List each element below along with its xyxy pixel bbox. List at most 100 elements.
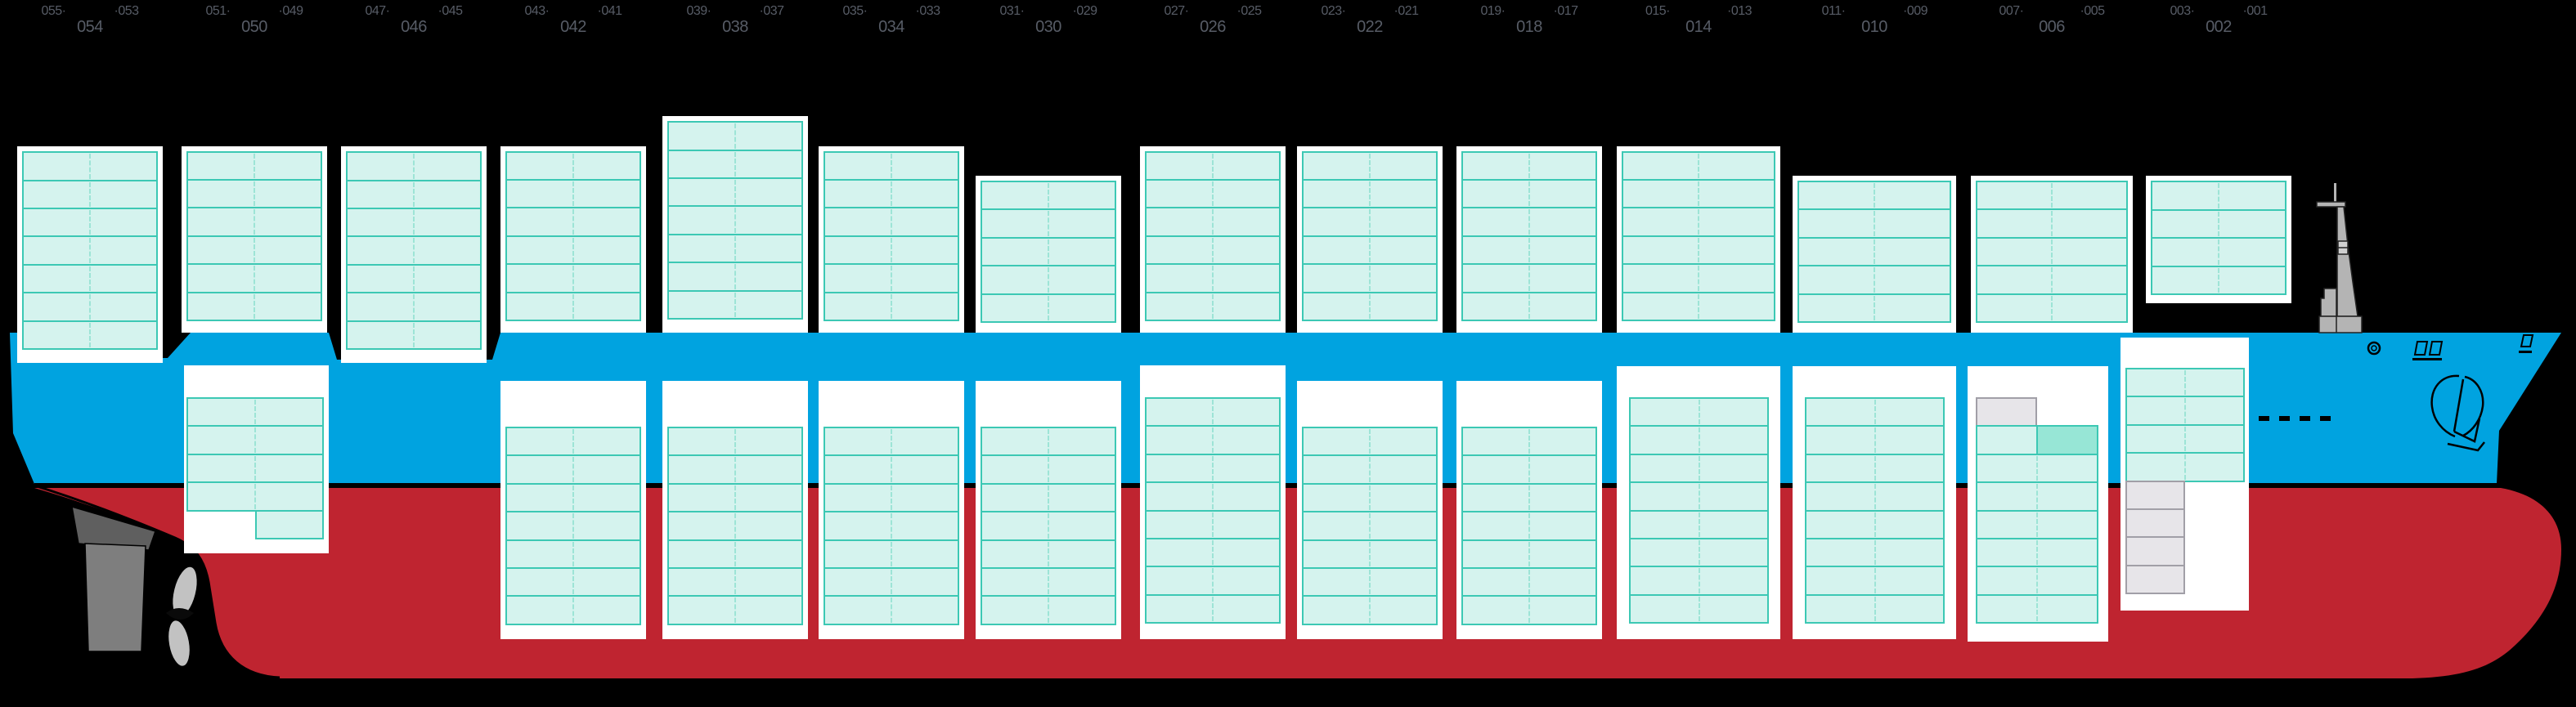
- bay-number-034: 034: [878, 18, 904, 36]
- sub-bay-number-043: 043·: [524, 4, 550, 18]
- container-slot-bay-006[interactable]: [1976, 236, 2128, 267]
- container-slot-bay-030[interactable]: [981, 208, 1116, 239]
- container-slot-loaded-bay-006[interactable]: [2036, 425, 2098, 455]
- container-slot-bay-002[interactable]: [2151, 265, 2287, 295]
- container-slot-bay-030[interactable]: [981, 293, 1116, 323]
- container-slot-bay-026[interactable]: [1145, 593, 1281, 624]
- bay-number-018: 018: [1516, 18, 1542, 36]
- container-slot-bay-002[interactable]: [2151, 181, 2287, 211]
- container-slot-bay-010[interactable]: [1805, 593, 1945, 624]
- container-slot-bay-046[interactable]: [346, 320, 482, 350]
- container-slot-bay-034[interactable]: [824, 291, 959, 321]
- bay-number-038: 038: [722, 18, 748, 36]
- container-slot-bay-014[interactable]: [1622, 207, 1775, 237]
- container-slot-bay-022[interactable]: [1302, 539, 1438, 569]
- container-slot-bay-034[interactable]: [824, 263, 959, 293]
- container-slot-bay-026[interactable]: [1145, 566, 1281, 596]
- container-slot-bay-046[interactable]: [346, 207, 482, 238]
- bow-mast: [2316, 183, 2363, 333]
- container-slot-bay-038[interactable]: [667, 233, 803, 264]
- bay-number-042: 042: [560, 18, 586, 36]
- sub-bay-number-047: 047·: [365, 4, 390, 18]
- container-slot-bay-002[interactable]: [2125, 564, 2185, 595]
- container-slot-bay-054[interactable]: [22, 292, 158, 322]
- container-slot-bay-034[interactable]: [824, 178, 959, 209]
- container-slot-bay-030[interactable]: [981, 265, 1116, 295]
- container-slot-bay-006[interactable]: [1976, 593, 2098, 624]
- container-slot-bay-002[interactable]: [2151, 237, 2287, 267]
- container-slot-bay-050[interactable]: [186, 481, 324, 512]
- container-slot-bay-026[interactable]: [1145, 537, 1281, 568]
- anchor-icon: [2430, 374, 2485, 452]
- container-slot-bay-042[interactable]: [505, 291, 641, 321]
- container-slot-bay-026[interactable]: [1145, 291, 1281, 321]
- container-slot-bay-054[interactable]: [22, 320, 158, 350]
- container-slot-bay-010[interactable]: [1805, 481, 1945, 512]
- container-slot-bay-038[interactable]: [667, 511, 803, 541]
- container-slot-bay-018[interactable]: [1461, 427, 1597, 457]
- container-slot-bay-042[interactable]: [505, 207, 641, 237]
- container-slot-bay-002[interactable]: [2125, 452, 2245, 482]
- container-slot-bay-002[interactable]: [2125, 508, 2185, 539]
- container-slot-bay-038[interactable]: [667, 454, 803, 485]
- container-slot-bay-038[interactable]: [667, 482, 803, 513]
- container-slot-bay-014[interactable]: [1629, 566, 1769, 596]
- container-slot-bay-030[interactable]: [981, 482, 1116, 513]
- container-slot-bay-014[interactable]: [1629, 397, 1769, 427]
- container-slot-bay-046[interactable]: [346, 292, 482, 322]
- container-slot-bay-042[interactable]: [505, 263, 641, 293]
- container-slot-bay-054[interactable]: [22, 235, 158, 266]
- container-slot-bay-046[interactable]: [346, 151, 482, 181]
- container-slot-bay-010[interactable]: [1797, 293, 1951, 323]
- container-slot-bay-038[interactable]: [667, 539, 803, 569]
- container-slot-bay-042[interactable]: [505, 482, 641, 513]
- container-slot-bay-046[interactable]: [346, 235, 482, 266]
- container-slot-bay-026[interactable]: [1145, 263, 1281, 293]
- container-slot-bay-030[interactable]: [981, 595, 1116, 625]
- sub-bay-number-019: 019·: [1480, 4, 1506, 18]
- hold-bay-022: [1297, 381, 1443, 639]
- container-slot-bay-034[interactable]: [824, 427, 959, 457]
- container-slot-bay-042[interactable]: [505, 539, 641, 569]
- container-slot-bay-038[interactable]: [667, 205, 803, 235]
- container-slot-bay-050[interactable]: [186, 291, 322, 321]
- container-slot-bay-022[interactable]: [1302, 291, 1438, 321]
- sub-bay-number-009: ·009: [1902, 4, 1928, 18]
- container-slot-bay-010[interactable]: [1805, 509, 1945, 539]
- container-slot-bay-034[interactable]: [824, 566, 959, 597]
- container-slot-bay-006[interactable]: [1976, 293, 2128, 323]
- container-slot-bay-034[interactable]: [824, 595, 959, 625]
- bay-number-006: 006: [2039, 18, 2065, 36]
- container-slot-bay-018[interactable]: [1461, 291, 1597, 321]
- container-slot-bay-014[interactable]: [1629, 593, 1769, 624]
- container-slot-bay-054[interactable]: [22, 263, 158, 294]
- container-slot-bay-018[interactable]: [1461, 482, 1597, 513]
- container-slot-bay-010[interactable]: [1805, 537, 1945, 568]
- container-slot-bay-042[interactable]: [505, 595, 641, 625]
- sub-bay-number-015: 015·: [1645, 4, 1671, 18]
- container-slot-bay-038[interactable]: [667, 595, 803, 625]
- deck-stack-bay-002: [2146, 176, 2291, 303]
- container-slot-bay-018[interactable]: [1461, 566, 1597, 597]
- container-slot-bay-026[interactable]: [1145, 453, 1281, 484]
- container-slot-bay-014[interactable]: [1629, 425, 1769, 455]
- container-slot-bay-002[interactable]: [2151, 208, 2287, 239]
- container-slot-bay-022[interactable]: [1302, 595, 1438, 625]
- container-slot-bay-006[interactable]: [1976, 425, 2098, 455]
- container-slot-bay-050[interactable]: [255, 509, 324, 539]
- rudder: [71, 505, 156, 652]
- container-slot-bay-038[interactable]: [667, 149, 803, 179]
- container-slot-bay-050[interactable]: [186, 178, 322, 209]
- container-slot-bay-030[interactable]: [981, 566, 1116, 597]
- container-slot-bay-026[interactable]: [1145, 235, 1281, 266]
- container-slot-bay-022[interactable]: [1302, 454, 1438, 485]
- container-slot-bay-002[interactable]: [2125, 536, 2185, 566]
- container-slot-bay-014[interactable]: [1622, 291, 1775, 321]
- container-slot-bay-038[interactable]: [667, 289, 803, 320]
- container-slot-bay-006[interactable]: [1976, 537, 2098, 568]
- container-slot-bay-002[interactable]: [2125, 368, 2245, 398]
- container-slot-bay-014[interactable]: [1629, 509, 1769, 539]
- container-slot-bay-018[interactable]: [1461, 595, 1597, 625]
- container-slot-bay-042[interactable]: [505, 178, 641, 209]
- container-slot-bay-002[interactable]: [2125, 423, 2245, 454]
